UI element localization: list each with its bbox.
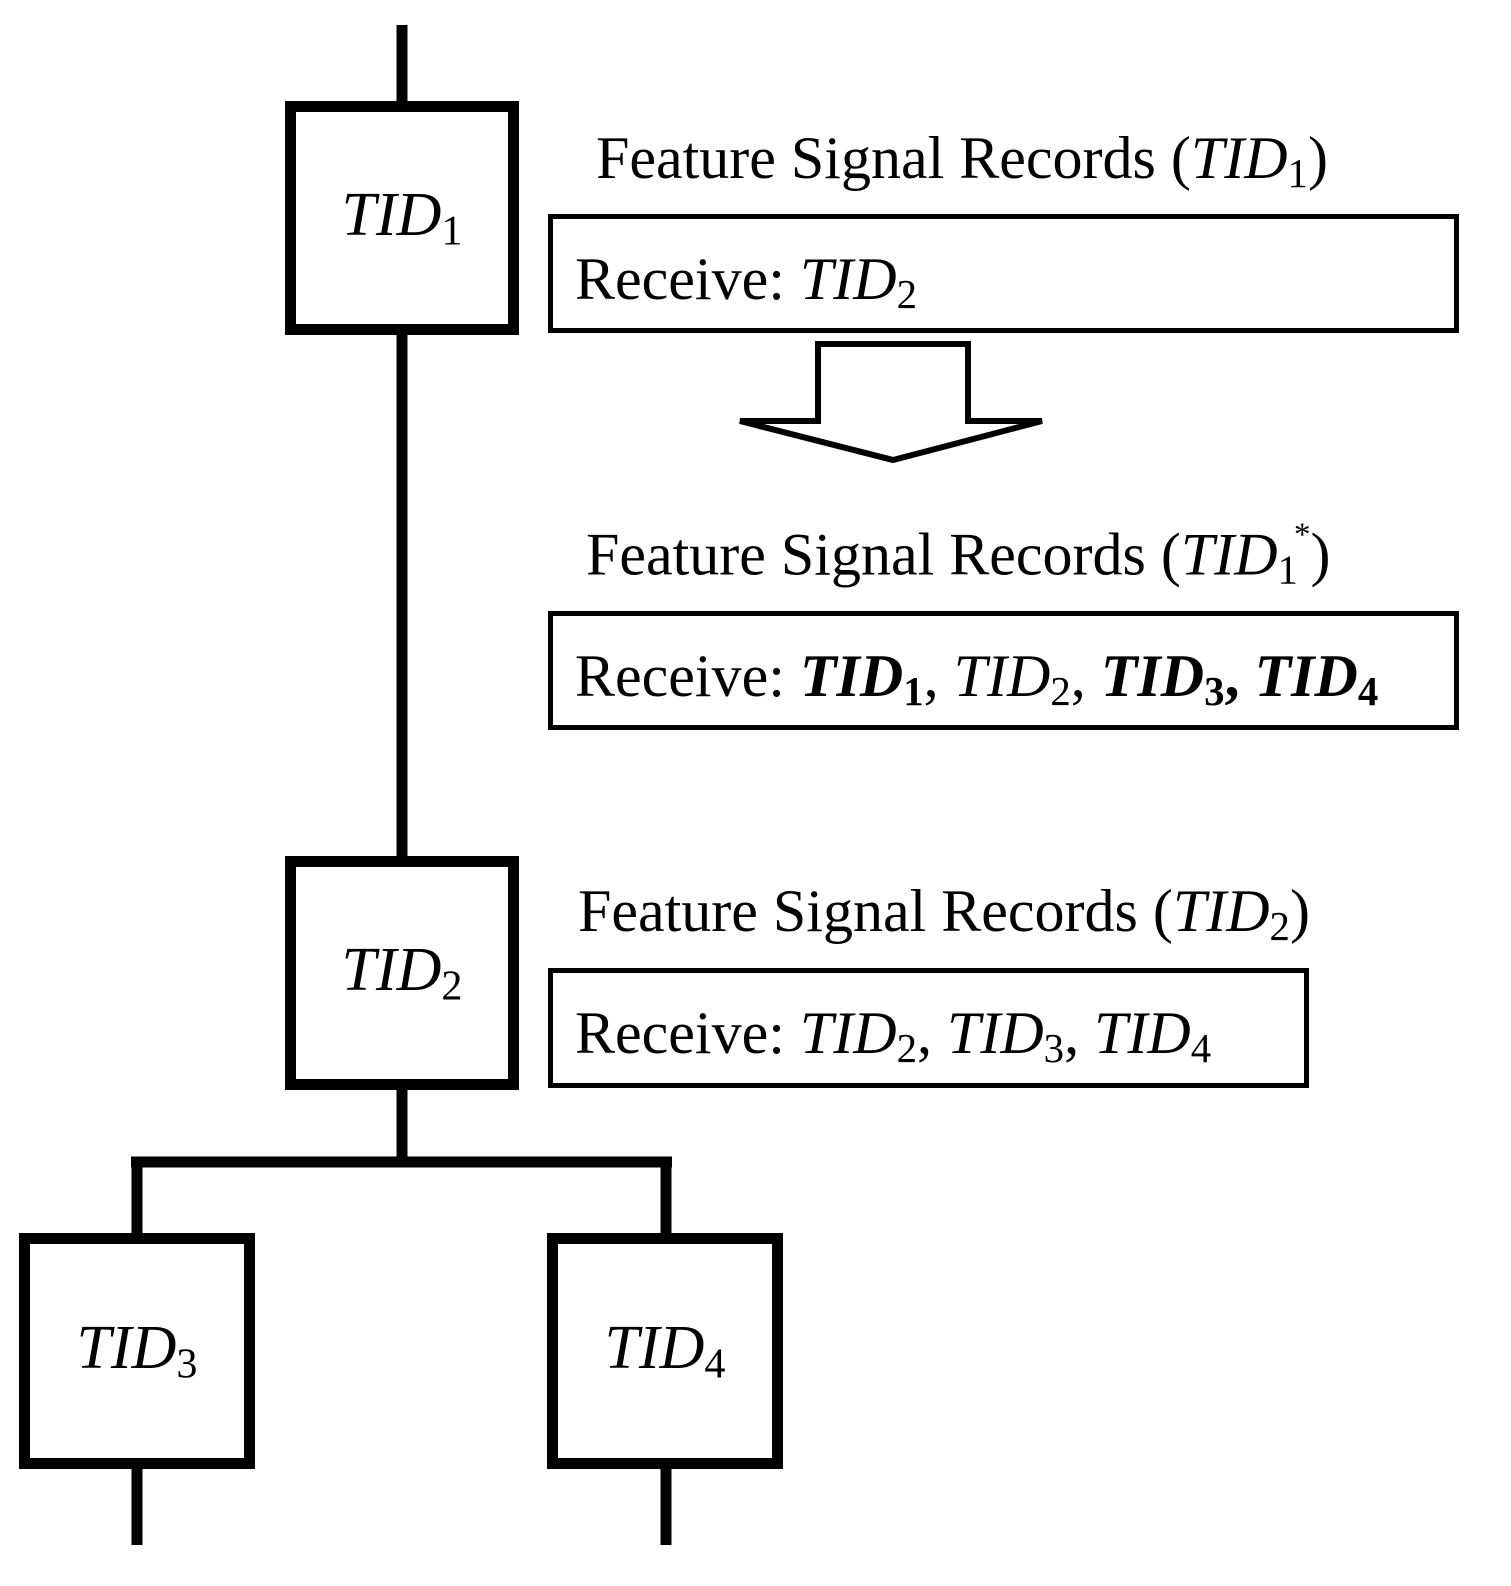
- node-tid4-label: TID4: [604, 1314, 726, 1388]
- record-tid1-star-receive: Receive: TID1, TID2, TID3, TID4: [575, 643, 1379, 714]
- node-tid3: TID3: [19, 1233, 255, 1469]
- receive-item-tid4: TID4: [1254, 643, 1379, 714]
- record-tid2-title: Feature Signal Records (TID2): [578, 878, 1310, 949]
- record-tid1-receive: Receive: TID2: [575, 246, 917, 317]
- node-tid4: TID4: [547, 1233, 783, 1469]
- node-tid3-label: TID3: [76, 1314, 198, 1388]
- record-tid1-box: Receive: TID2: [548, 214, 1459, 333]
- down-arrow-icon: [739, 341, 1043, 464]
- record-tid2-receive: Receive: TID2, TID3, TID4: [575, 1000, 1212, 1071]
- node-tid2-label: TID2: [341, 936, 463, 1010]
- receive-item-tid2: TID2: [953, 643, 1071, 714]
- node-tid2: TID2: [285, 856, 519, 1090]
- node-tid1-label: TID1: [341, 181, 463, 255]
- record-tid1-star-box: Receive: TID1, TID2, TID3, TID4: [548, 611, 1459, 730]
- receive-item-tid3: TID3,: [1100, 643, 1255, 714]
- record-tid1-title: Feature Signal Records (TID1): [596, 125, 1328, 196]
- node-tid1: TID1: [285, 101, 519, 335]
- record-tid2-box: Receive: TID2, TID3, TID4: [548, 968, 1309, 1088]
- receive-item-tid1: TID1: [799, 643, 924, 714]
- record-tid1-star-title: Feature Signal Records (TID1*): [586, 517, 1331, 593]
